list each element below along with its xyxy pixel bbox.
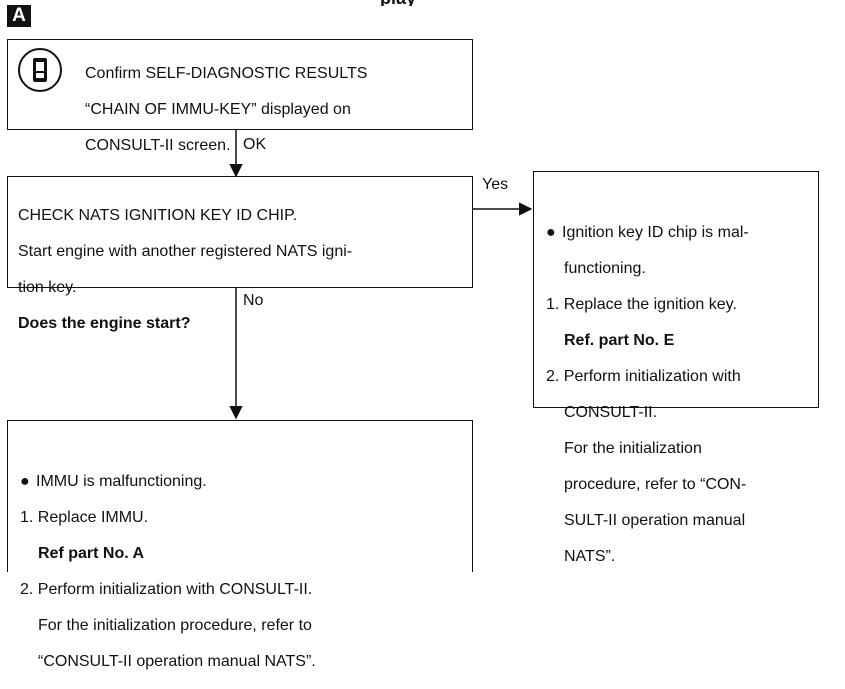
confirm-self-diagnostic-box: Confirm SELF-DIAGNOSTIC RESULTS “CHAIN O…	[7, 39, 473, 154]
flow-connectors	[229, 130, 533, 420]
consult-ii-tester-icon	[18, 48, 62, 92]
section-marker: A	[7, 5, 31, 27]
ok-label: OK	[243, 136, 267, 153]
box3-bullet-cont: functioning.	[564, 260, 646, 277]
box1-line-2: “CHAIN OF IMMU-KEY” displayed on	[85, 101, 351, 118]
box4-bullet: ● IMMU is malfunctioning.	[20, 455, 470, 491]
check-nats-ignition-key-box: CHECK NATS IGNITION KEY ID CHIP. Start e…	[7, 176, 473, 332]
box2-line-2: Start engine with another registered NAT…	[18, 243, 353, 260]
yes-label: Yes	[482, 176, 509, 193]
box4-step2-line-2: “CONSULT-II operation manual NATS”.	[38, 653, 316, 670]
ignition-key-malfunction-box: ● Ignition key ID chip is mal- functionin…	[533, 171, 819, 565]
box3-step2-line-4: SULT-II operation manual	[564, 512, 746, 529]
box3-step1: 1. Replace the ignition key.	[546, 296, 737, 313]
box4-step2: 2. Perform initialization with CONSULT-I…	[20, 581, 313, 598]
box2-question: Does the engine start?	[18, 315, 191, 332]
box4-step1-ref: Ref part No. A	[38, 545, 145, 562]
no-label: No	[243, 292, 264, 309]
box3-bullet-text: Ignition key ID chip is mal-	[562, 224, 749, 241]
box3-bullet: ● Ignition key ID chip is mal-	[546, 206, 814, 242]
box3-step2-line-2: For the initialization	[564, 440, 702, 457]
box3-step1-ref: Ref. part No. E	[564, 332, 675, 349]
box3-step2-line-5: NATS”.	[564, 548, 616, 565]
box4-step2-line-1: For the initialization procedure, refer …	[38, 617, 312, 634]
box1-line-3: CONSULT-II screen.	[85, 137, 231, 154]
box1-line-1: Confirm SELF-DIAGNOSTIC RESULTS	[85, 65, 368, 82]
bullet-dot-icon: ●	[20, 473, 30, 490]
box3-step2: 2. Perform initialization with	[546, 368, 741, 385]
box3-step2-line-1: CONSULT-II.	[564, 404, 658, 421]
box2-line-1: CHECK NATS IGNITION KEY ID CHIP.	[18, 207, 298, 224]
box2-line-3: tion key.	[18, 279, 77, 296]
immu-malfunction-box: ● IMMU is malfunctioning. 1. Replace IMMU…	[7, 420, 473, 670]
box3-step2-line-3: procedure, refer to “CON-	[564, 476, 747, 493]
page-title-fragment: play	[380, 0, 520, 6]
bullet-dot-icon: ●	[546, 224, 556, 241]
box4-step1: 1. Replace IMMU.	[20, 509, 149, 526]
box4-bullet-text: IMMU is malfunctioning.	[36, 473, 207, 490]
